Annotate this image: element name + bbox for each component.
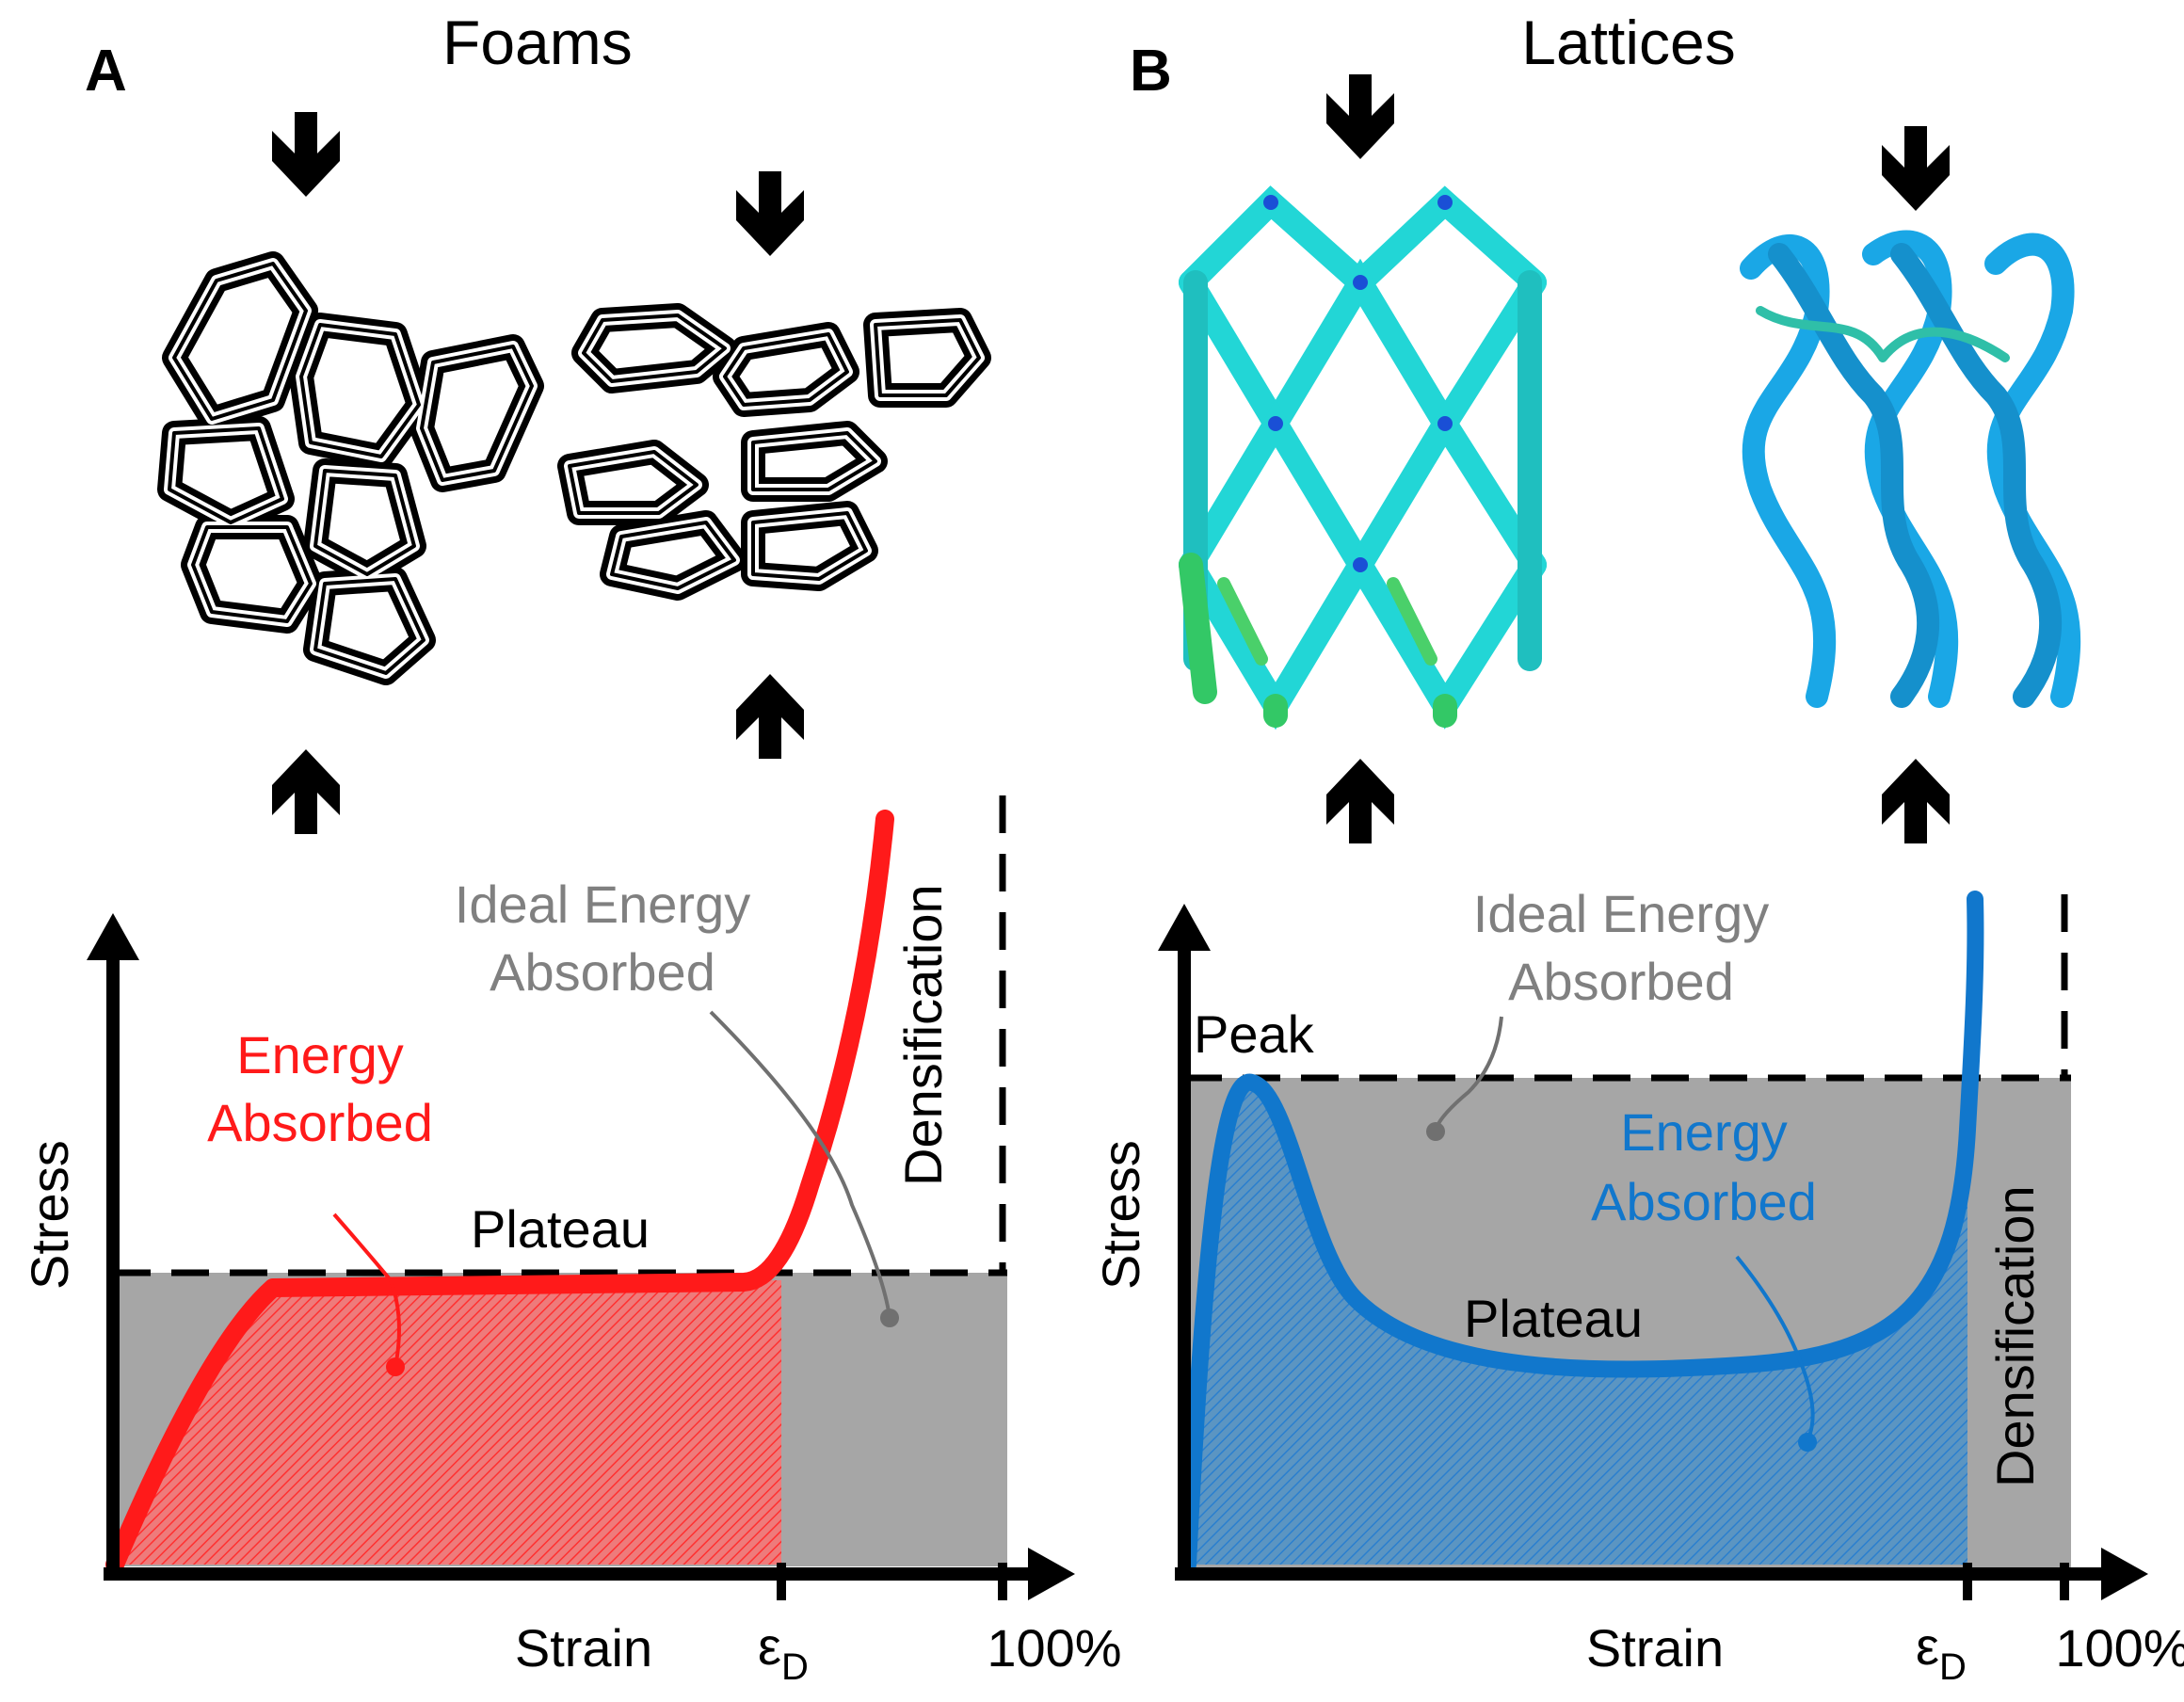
ideal-label-line2: Absorbed (490, 942, 715, 1002)
peak-label: Peak (1194, 1004, 1315, 1064)
eps-d-label: εD (758, 1616, 809, 1688)
ideal-leader-line (1434, 1016, 1503, 1131)
energy-leader-dot (1798, 1433, 1817, 1452)
ideal-label-line1: Ideal Energy (1473, 884, 1769, 943)
compression-arrow-down-icon (736, 171, 804, 256)
ideal-leader-dot (1426, 1122, 1445, 1141)
panel-b-title: Lattices (1521, 8, 1735, 77)
compression-arrow-down-icon (1326, 74, 1394, 159)
panel-a-letter: A (85, 39, 127, 104)
lattice-compressed (1740, 230, 2081, 708)
compression-arrow-up-icon (1882, 759, 1950, 843)
densification-label: Densification (893, 884, 953, 1186)
compression-arrow-up-icon (1326, 759, 1394, 843)
x-axis-arrow-icon (2101, 1548, 2148, 1600)
panel-a-title: Foams (442, 8, 633, 77)
stress-strain-curve (1180, 891, 1984, 1573)
compression-arrow-up-icon (272, 749, 340, 834)
stress-strain-curve (105, 810, 894, 1574)
y-axis-label: Stress (20, 1140, 79, 1290)
lattice-undeformed (1179, 185, 1547, 731)
plateau-label: Plateau (471, 1199, 650, 1259)
energy-label-line1: Energy (236, 1025, 403, 1084)
energy-label-line1: Energy (1620, 1102, 1787, 1162)
ideal-label-line1: Ideal Energy (455, 875, 750, 934)
compression-arrow-down-icon (1882, 126, 1950, 211)
chart-b: Ideal Energy Absorbed Peak Energy Absorb… (1091, 884, 2184, 1688)
end-tick-label: 100% (2055, 1618, 2184, 1678)
energy-absorbed-region (115, 1280, 781, 1565)
compression-arrow-up-icon (736, 674, 804, 759)
y-axis-arrow-icon (87, 913, 139, 960)
foam-cells-undeformed (157, 251, 544, 685)
energy-label-line2: Absorbed (207, 1093, 433, 1152)
end-tick-label: 100% (987, 1618, 1121, 1678)
eps-d-label: εD (1916, 1616, 1967, 1688)
x-axis-label: Strain (515, 1618, 652, 1678)
energy-leader-dot (386, 1357, 405, 1376)
compression-arrow-down-icon (272, 112, 340, 197)
x-axis-label: Strain (1586, 1618, 1724, 1678)
x-axis-arrow-icon (1028, 1548, 1075, 1600)
ideal-leader-line (709, 1010, 891, 1319)
energy-leader-line (1735, 1255, 1815, 1441)
chart-a: Energy Absorbed Ideal Energy Absorbed Pl… (20, 795, 1122, 1688)
panel-b: B Lattices (1091, 8, 2184, 1688)
ideal-leader-dot (880, 1309, 899, 1327)
panel-b-letter: B (1130, 39, 1172, 104)
densification-label: Densification (1985, 1185, 2045, 1487)
y-axis-label: Stress (1091, 1140, 1150, 1290)
foam-cells-compressed (557, 303, 991, 601)
y-axis-arrow-icon (1158, 904, 1211, 951)
plateau-label: Plateau (1464, 1289, 1643, 1348)
energy-absorbed-region (1188, 1082, 1967, 1565)
energy-leader-line (332, 1212, 401, 1368)
energy-label-line2: Absorbed (1591, 1172, 1817, 1231)
ideal-label-line2: Absorbed (1508, 952, 1734, 1011)
panel-a: A Foams (20, 8, 1122, 1688)
